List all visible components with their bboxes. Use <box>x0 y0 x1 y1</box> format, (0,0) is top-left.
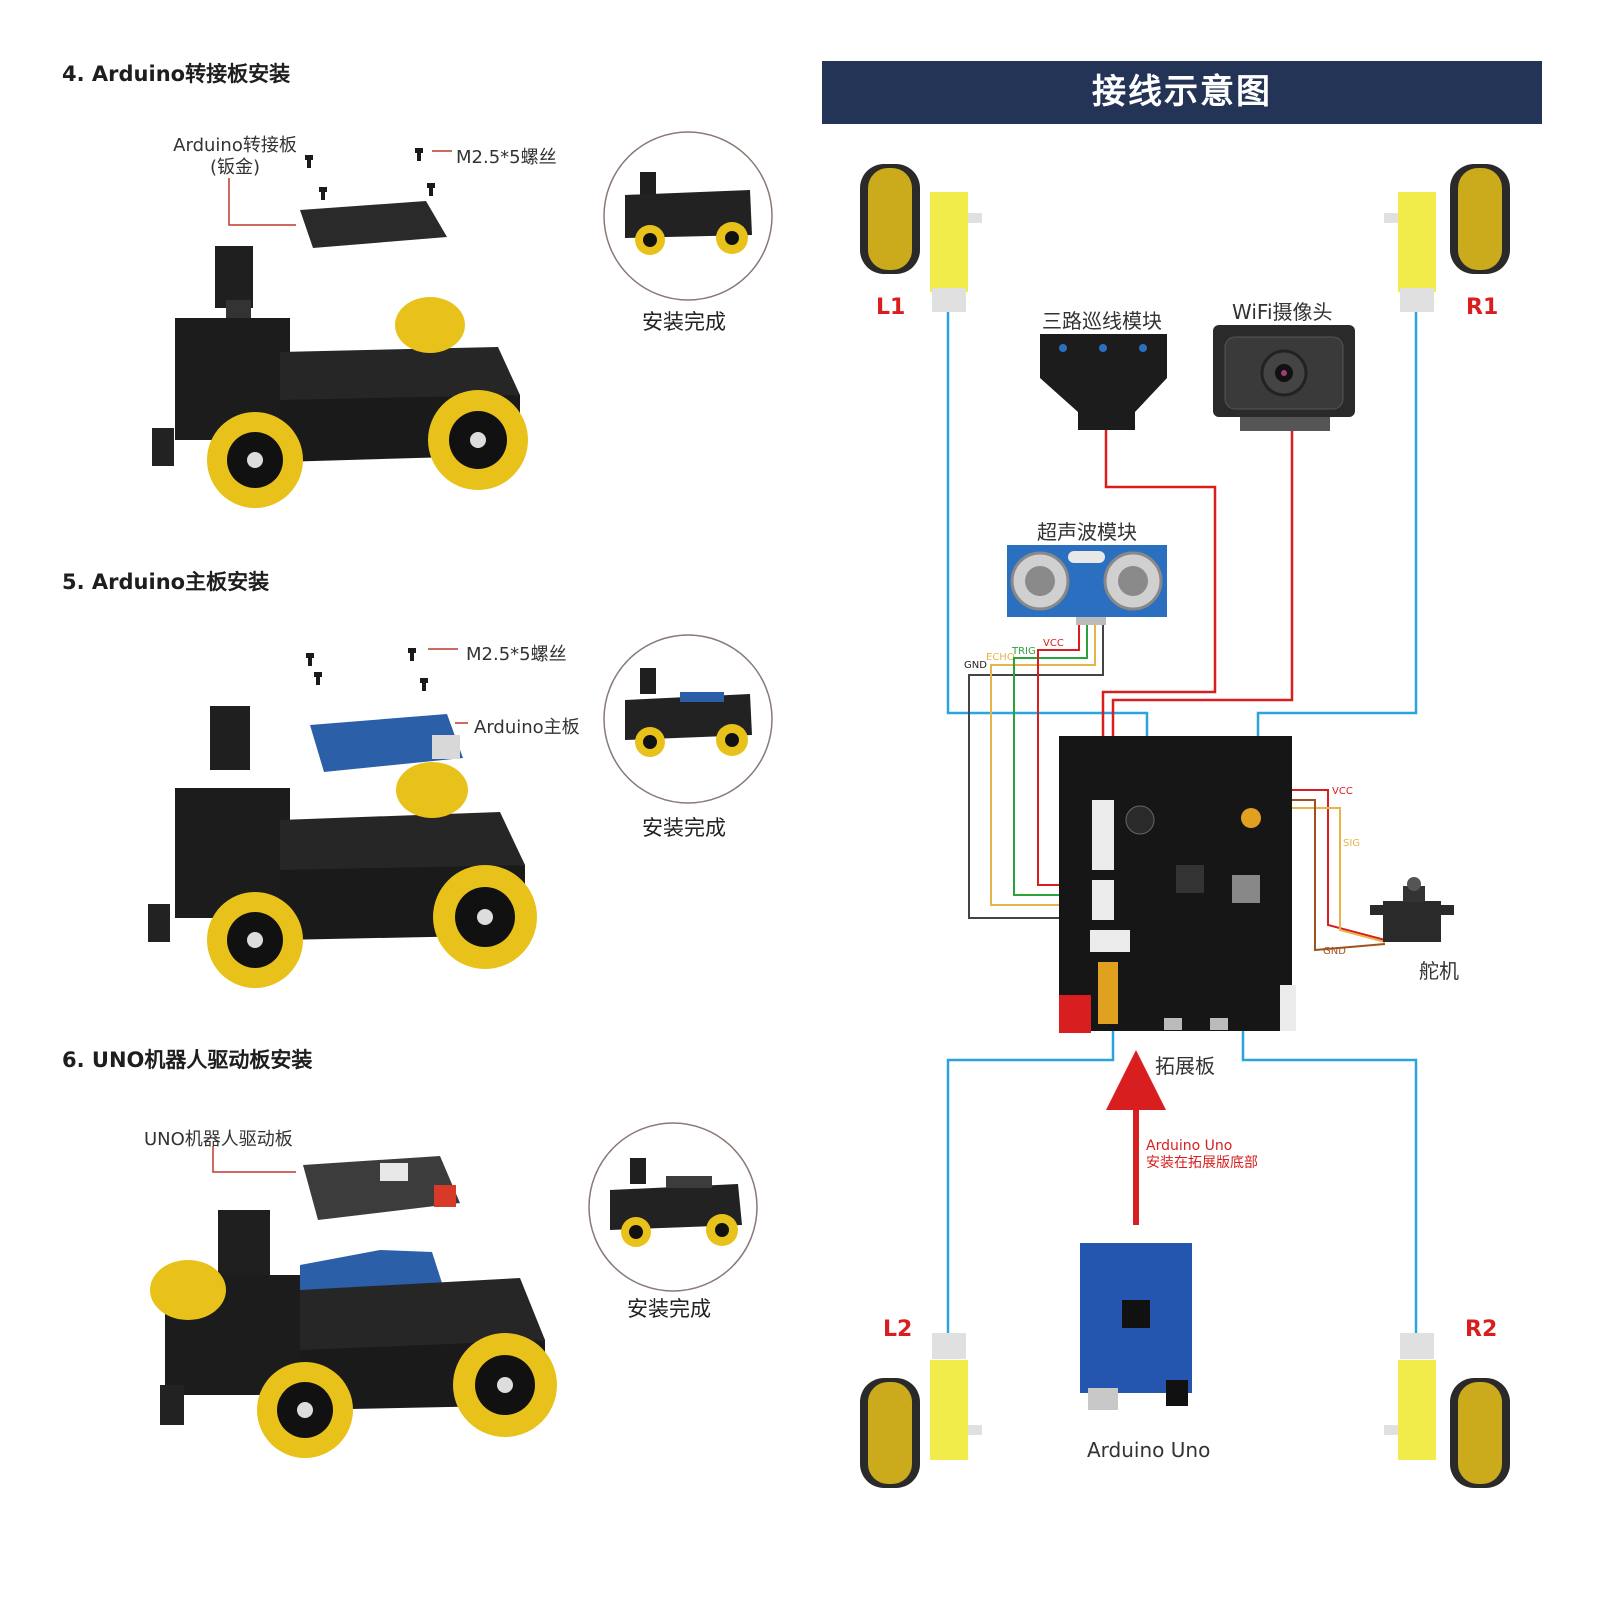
pin-label-trig: TRIG <box>1012 646 1036 657</box>
step-6-title: 6. UNO机器人驱动板安装 <box>62 1048 313 1072</box>
motor-l2 <box>860 1333 982 1488</box>
line-tracker-module <box>1040 334 1167 430</box>
ultrasonic-label: 超声波模块 <box>1037 520 1137 544</box>
motor-label-r1: R1 <box>1466 295 1499 320</box>
servo-pin-gnd: GND <box>1323 946 1346 957</box>
pin-label-echo: ECHO <box>986 652 1015 663</box>
callout-adapter-plate: Arduino转接板 (钣金) <box>173 135 297 178</box>
step-4-title: 4. Arduino转接板安装 <box>62 62 291 86</box>
driver-board <box>303 1156 460 1220</box>
wheel <box>395 297 465 353</box>
motor-wires <box>946 312 1418 1333</box>
camera-mast <box>215 246 253 308</box>
screw-icon <box>305 148 435 200</box>
servo-pin-vcc: VCC <box>1332 786 1353 797</box>
wheel <box>396 762 468 818</box>
arduino-uno-board <box>1080 1243 1192 1410</box>
wheel <box>150 1260 226 1320</box>
motor-r2 <box>1384 1333 1510 1488</box>
car-illustration-step6 <box>150 1156 557 1458</box>
pin-label-gnd: GND <box>964 660 987 671</box>
callout-driver-board: UNO机器人驱动板 <box>144 1129 293 1150</box>
step-5-title: 5. Arduino主板安装 <box>62 570 270 594</box>
callout-mainboard: Arduino主板 <box>474 717 580 738</box>
arduino-board <box>310 714 463 772</box>
servo-icon <box>1370 877 1454 942</box>
callout-screw-1: M2.5*5螺丝 <box>456 147 557 168</box>
done-label-5: 安装完成 <box>642 816 726 840</box>
motor-label-l2: L2 <box>883 1317 913 1342</box>
done-label-4: 安装完成 <box>642 310 726 334</box>
arrow-note-1: Arduino Uno <box>1146 1138 1233 1154</box>
mini-car-icon <box>625 172 752 255</box>
mini-car-icon <box>625 668 752 757</box>
servo-pin-sig: SIG <box>1343 838 1361 849</box>
servo-label: 舵机 <box>1419 959 1459 983</box>
expansion-board <box>1059 736 1296 1033</box>
motor-label-l1: L1 <box>876 295 906 320</box>
motor-label-r2: R2 <box>1465 1317 1498 1342</box>
wifi-camera-module <box>1213 325 1355 431</box>
leader-lines <box>212 150 468 1173</box>
car-illustration-step5 <box>148 648 537 988</box>
ultrasonic-module <box>1007 545 1167 625</box>
arrow-note-2: 安装在拓展版底部 <box>1146 1155 1258 1171</box>
callout-screw-2: M2.5*5螺丝 <box>466 644 567 665</box>
completed-circles <box>588 131 773 1292</box>
pin-label-vcc: VCC <box>1043 638 1064 649</box>
screw-icon <box>306 648 428 691</box>
wiring-banner: 接线示意图 <box>822 61 1542 124</box>
motor-r1 <box>1384 164 1510 312</box>
line-tracker-label: 三路巡线模块 <box>1042 309 1162 333</box>
car-illustration-step4 <box>152 148 528 508</box>
motor-l1 <box>860 164 982 312</box>
module-wires <box>1101 425 1294 760</box>
done-label-6: 安装完成 <box>627 1297 711 1321</box>
adapter-plate <box>300 201 447 248</box>
camera-label: WiFi摄像头 <box>1232 300 1333 324</box>
arduino-uno-label: Arduino Uno <box>1087 1438 1211 1462</box>
mini-car-icon <box>610 1158 742 1247</box>
